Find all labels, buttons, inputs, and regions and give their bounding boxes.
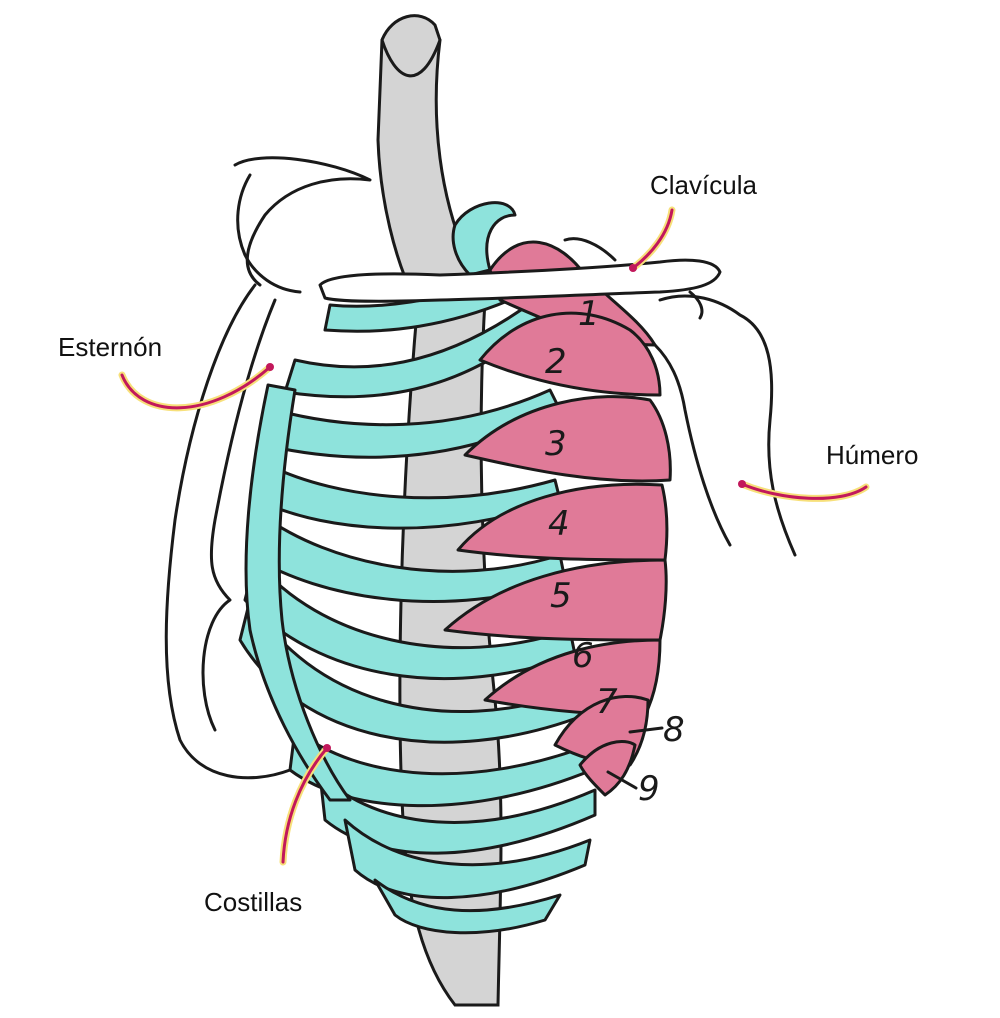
serratus-anterior <box>443 240 672 797</box>
label-clavicula: Clavícula <box>650 170 757 200</box>
label-costillas: Costillas <box>204 887 303 917</box>
serratus-number-5: 5 <box>550 576 572 616</box>
serratus-number-6: 6 <box>572 636 594 676</box>
serratus-number-2: 2 <box>545 342 567 382</box>
leader-clavicula <box>629 206 676 272</box>
humerus-outline <box>653 294 797 557</box>
serratus-number-9: 9 <box>638 769 660 809</box>
rib-11 <box>373 878 562 935</box>
serratus-number-3: 3 <box>545 424 567 464</box>
serratus-number-8: 8 <box>663 710 685 750</box>
serratus-number-4: 4 <box>548 504 570 544</box>
leader-lines <box>118 206 870 866</box>
serratus-digit-3 <box>463 395 672 483</box>
leader-humero <box>738 480 870 502</box>
label-humero: Húmero <box>826 440 919 470</box>
serratus-numbers: 1 2 3 4 5 6 7 8 9 <box>545 294 685 809</box>
rib-0 <box>451 201 517 277</box>
leader-esternon <box>118 363 274 412</box>
serratus-digit-4 <box>456 482 669 562</box>
rib-10 <box>343 818 592 899</box>
serratus-number-7: 7 <box>596 682 618 722</box>
serratus-digit-8 <box>578 740 637 797</box>
serratus-digit-2 <box>478 311 662 397</box>
leader-costillas <box>279 744 331 866</box>
serratus-digit-5 <box>443 558 668 642</box>
clavicle <box>318 237 722 320</box>
serratus-number-1: 1 <box>578 294 600 334</box>
label-esternon: Esternón <box>58 332 163 362</box>
rib-cartilage <box>244 383 352 802</box>
